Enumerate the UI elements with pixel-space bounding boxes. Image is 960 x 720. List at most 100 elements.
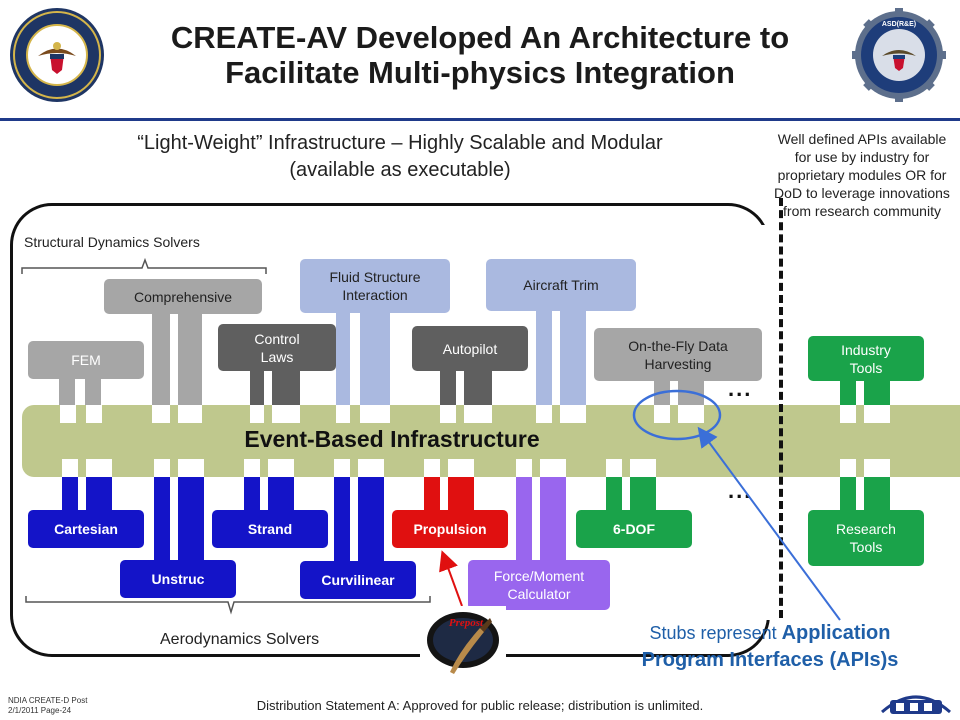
curvilinear-stub-right — [358, 477, 384, 562]
module-autopilot: Autopilot — [412, 326, 528, 371]
vendor-separator-dashed — [779, 198, 783, 618]
bus-slot — [244, 459, 260, 477]
module-curvilinear: Curvilinear — [300, 561, 416, 599]
dod-seal-logo — [10, 8, 104, 102]
asd-rande-logo: ASD(R&E) — [852, 8, 946, 102]
strand-stub-right — [268, 477, 294, 512]
stubs-note-emph-2: Program Interfaces (APIs)s — [641, 649, 899, 671]
bus-slot — [840, 459, 856, 477]
bus-slot — [606, 459, 622, 477]
title-line-1: CREATE-AV Developed An Architecture to — [170, 20, 790, 55]
sixdof-stub-right — [630, 477, 656, 512]
bus-slot — [536, 405, 552, 423]
subtitle: “Light-Weight” Infrastructure – Highly S… — [40, 130, 760, 184]
cartesian-stub-left — [62, 477, 78, 512]
structural-bracket — [21, 257, 267, 274]
bus-slot — [336, 405, 350, 423]
bus-slot — [654, 405, 670, 423]
module-research-tools: Research Tools — [808, 510, 924, 566]
research-stub-left — [840, 477, 856, 512]
fsi-stub-right — [360, 312, 390, 405]
stubs-note: Stubs represent Application Program Inte… — [590, 620, 950, 674]
bus-slot — [60, 405, 76, 423]
autopilot-stub-left — [440, 370, 456, 405]
bus-slot — [440, 405, 456, 423]
module-fluid-structure-interaction: Fluid Structure Interaction — [300, 259, 450, 313]
hpc-logo — [876, 688, 956, 718]
bus-slot — [86, 459, 112, 477]
bus-slot — [178, 405, 202, 423]
comprehensive-stub-right — [178, 313, 202, 405]
bus-slot — [86, 405, 102, 423]
bus-slot — [250, 405, 264, 423]
api-stub-highlight — [632, 389, 722, 441]
propulsion-stub-right — [448, 477, 474, 512]
force-stub-right — [540, 477, 566, 562]
module-force-moment-calculator: Force/Moment Calculator — [468, 560, 610, 610]
footer-left-line-2: 2/1/2011 Page-24 — [8, 706, 72, 715]
bus-slot — [360, 405, 390, 423]
api-note: Well defined APIs available for use by i… — [774, 131, 950, 219]
trim-stub-left — [536, 310, 552, 405]
bus-slot — [154, 459, 170, 477]
svg-text:ASD(R&E): ASD(R&E) — [882, 21, 916, 28]
unstruc-stub-left — [154, 477, 170, 562]
title-divider — [0, 118, 960, 121]
module-unstruc: Unstruc — [120, 560, 236, 598]
bus-slot — [630, 459, 656, 477]
module-comprehensive: Comprehensive — [104, 279, 262, 314]
module-cartesian: Cartesian — [28, 510, 144, 548]
control-laws-stub-right — [272, 370, 300, 405]
fem-stub-left — [59, 378, 75, 405]
footer-left: NDIA CREATE-D Post 2/1/2011 Page-24 — [8, 696, 87, 716]
fem-stub-right — [85, 378, 101, 405]
bus-slot — [560, 405, 586, 423]
ellipsis-bottom: ... — [728, 478, 753, 503]
bus-slot — [448, 459, 474, 477]
api-pointer-arrow — [697, 426, 841, 621]
module-fem: FEM — [28, 341, 144, 379]
bus-slot — [334, 459, 350, 477]
research-stub-right — [864, 477, 890, 512]
bus-slot — [272, 405, 300, 423]
bus-slot — [424, 459, 440, 477]
bus-slot — [516, 459, 532, 477]
force-stub-left — [516, 477, 532, 562]
page-title: CREATE-AV Developed An Architecture to F… — [100, 20, 860, 90]
sixdof-stub-left — [606, 477, 622, 512]
bus-slot — [464, 405, 492, 423]
distribution-statement: Distribution Statement A: Approved for p… — [256, 698, 704, 713]
cartesian-stub-right — [86, 477, 112, 512]
autopilot-stub-right — [464, 370, 492, 405]
unstruc-stub-right — [178, 477, 204, 562]
prepost-logo-text: Prepost — [449, 617, 484, 629]
module-on-the-fly-data-harvesting: On-the-Fly Data Harvesting — [594, 328, 762, 381]
comprehensive-stub-left — [152, 313, 170, 405]
module-strand: Strand — [212, 510, 328, 548]
stubs-note-prefix: Stubs represent — [649, 623, 782, 643]
module-6-dof: 6-DOF — [576, 510, 692, 548]
industry-stub-right — [864, 380, 890, 405]
bus-slot — [678, 405, 704, 423]
module-control-laws: Control Laws — [218, 324, 336, 371]
bus-slot — [152, 405, 170, 423]
subtitle-line-2: (available as executable) — [289, 159, 511, 181]
module-industry-tools: Industry Tools — [808, 336, 924, 381]
bus-slot — [268, 459, 294, 477]
aero-bracket — [25, 596, 431, 615]
prepost-pointer-arrow — [439, 550, 463, 607]
aero-solvers-label: Aerodynamics Solvers — [160, 631, 320, 648]
bus-slot — [540, 459, 566, 477]
industry-stub-left — [840, 380, 856, 405]
footer-left-line-1: NDIA CREATE-D Post — [8, 696, 88, 705]
module-propulsion: Propulsion — [392, 510, 508, 548]
module-aircraft-trim: Aircraft Trim — [486, 259, 636, 311]
curvilinear-stub-left — [334, 477, 350, 562]
bus-slot — [178, 459, 204, 477]
stubs-note-emph-1: Application — [781, 622, 891, 644]
bus-label: Event-Based Infrastructure — [244, 426, 540, 452]
fsi-stub-left — [336, 312, 350, 405]
control-laws-stub-left — [250, 370, 264, 405]
strand-stub-left — [244, 477, 260, 512]
